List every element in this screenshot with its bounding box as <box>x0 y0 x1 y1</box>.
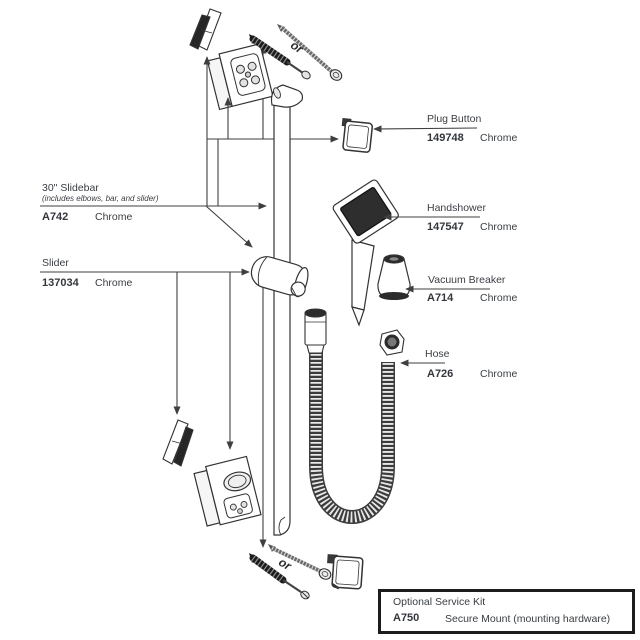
hose-connector-icon <box>304 308 327 354</box>
label-slidebar-title: 30" Slidebar <box>42 182 99 194</box>
label-vacuum-breaker-title: Vacuum Breaker <box>428 274 506 286</box>
label-slider-part: 137034 <box>42 277 79 289</box>
vacuum-breaker-part-icon <box>377 254 411 300</box>
label-plug-button-finish: Chrome <box>480 132 518 144</box>
slidebar-bar-icon <box>270 84 304 536</box>
bottom-screws-icon <box>249 544 332 600</box>
plug-button-top-icon <box>341 117 373 153</box>
label-handshower-finish: Chrome <box>480 221 518 233</box>
label-slidebar-part: A742 <box>42 211 69 223</box>
label-vacuum-breaker-finish: Chrome <box>480 292 518 304</box>
label-handshower-title: Handshower <box>427 202 486 214</box>
top-mount-bracket-icon <box>206 43 274 111</box>
leader-lines-over <box>40 56 490 450</box>
label-handshower-part: 147547 <box>427 221 464 233</box>
service-kit-description: Secure Mount (mounting hardware) <box>445 613 611 625</box>
hose-nut-icon <box>379 329 405 356</box>
label-plug-button-title: Plug Button <box>427 113 482 125</box>
bottom-wall-anchor-icon <box>162 419 194 467</box>
top-wall-anchor-icon <box>189 8 222 51</box>
label-slider-title: Slider <box>42 257 69 269</box>
plug-button-bottom-icon <box>327 554 364 590</box>
hose-part-icon <box>309 350 395 524</box>
label-slidebar-finish: Chrome <box>95 211 133 223</box>
label-vacuum-breaker-part: A714 <box>427 292 454 304</box>
label-slider-finish: Chrome <box>95 277 133 289</box>
optional-service-kit-box: Optional Service Kit A750 Secure Mount (… <box>378 589 635 634</box>
label-hose-part: A726 <box>427 368 454 380</box>
label-hose-title: Hose <box>425 348 450 360</box>
service-kit-part: A750 <box>393 612 420 624</box>
handshower-wand-icon <box>332 179 399 327</box>
label-plug-button-part: 149748 <box>427 132 464 144</box>
label-slidebar-subtitle: (includes elbows, bar, and slider) <box>42 194 159 203</box>
slider-clamp-icon <box>250 256 309 298</box>
top-screws-icon <box>249 24 343 81</box>
label-hose-finish: Chrome <box>480 368 518 380</box>
bottom-mount-bracket-icon <box>193 455 262 527</box>
service-kit-title: Optional Service Kit <box>393 596 486 608</box>
